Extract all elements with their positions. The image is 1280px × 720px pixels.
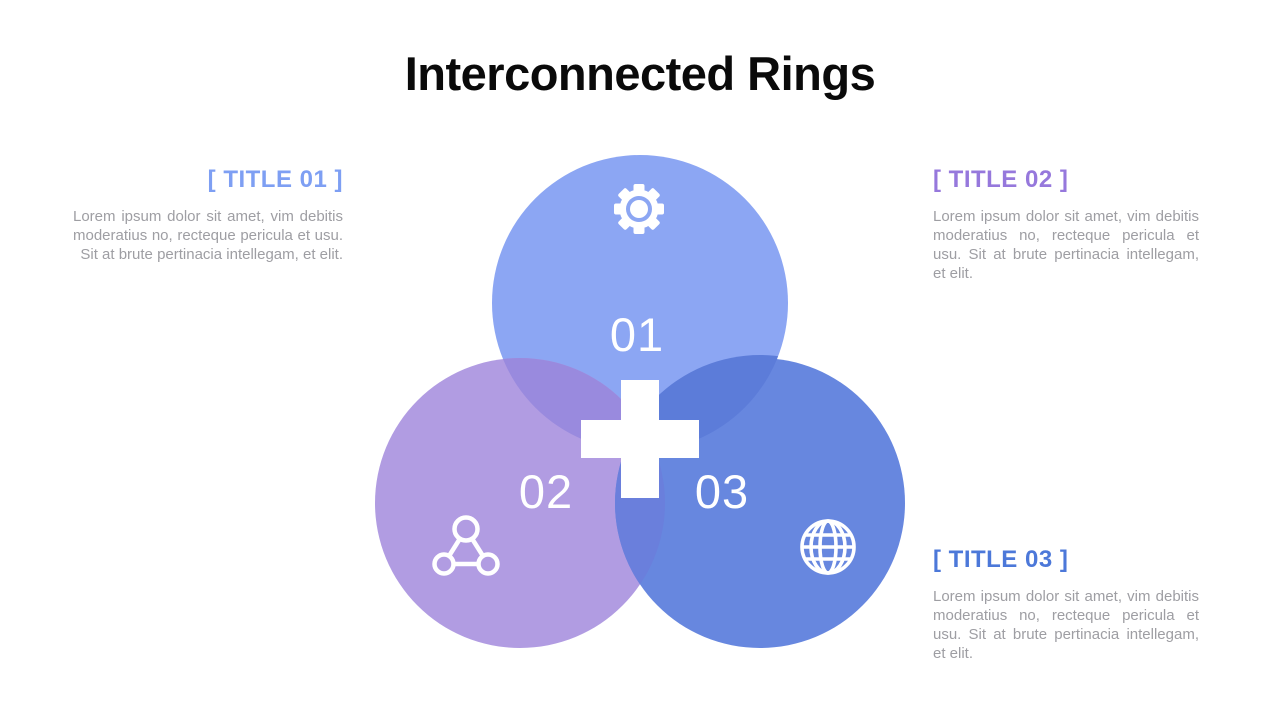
text-block-03: [ TITLE 03 ] Lorem ipsum dolor sit amet,… [933,546,1199,663]
section-title-01: [ TITLE 01 ] [207,166,343,193]
gear-icon [614,184,664,234]
ring-number-03: 03 [695,465,749,518]
section-body-01: Lorem ipsum dolor sit amet, vim debitis … [73,208,343,263]
ring-number-01: 01 [610,308,664,361]
section-body-02: Lorem ipsum dolor sit amet, vim debitis … [933,208,1199,282]
text-block-01: [ TITLE 01 ] Lorem ipsum dolor sit amet,… [73,166,343,264]
globe-icon [800,519,856,575]
molecule-icon [432,515,500,576]
page-title: Interconnected Rings [404,47,876,100]
ring-number-02: 02 [519,465,573,518]
section-body-03: Lorem ipsum dolor sit amet, vim debitis … [933,588,1199,662]
text-block-02: [ TITLE 02 ] Lorem ipsum dolor sit amet,… [933,166,1199,283]
section-title-03: [ TITLE 03 ] [933,546,1069,573]
section-title-02: [ TITLE 02 ] [933,166,1069,193]
plus-icon [581,380,699,498]
